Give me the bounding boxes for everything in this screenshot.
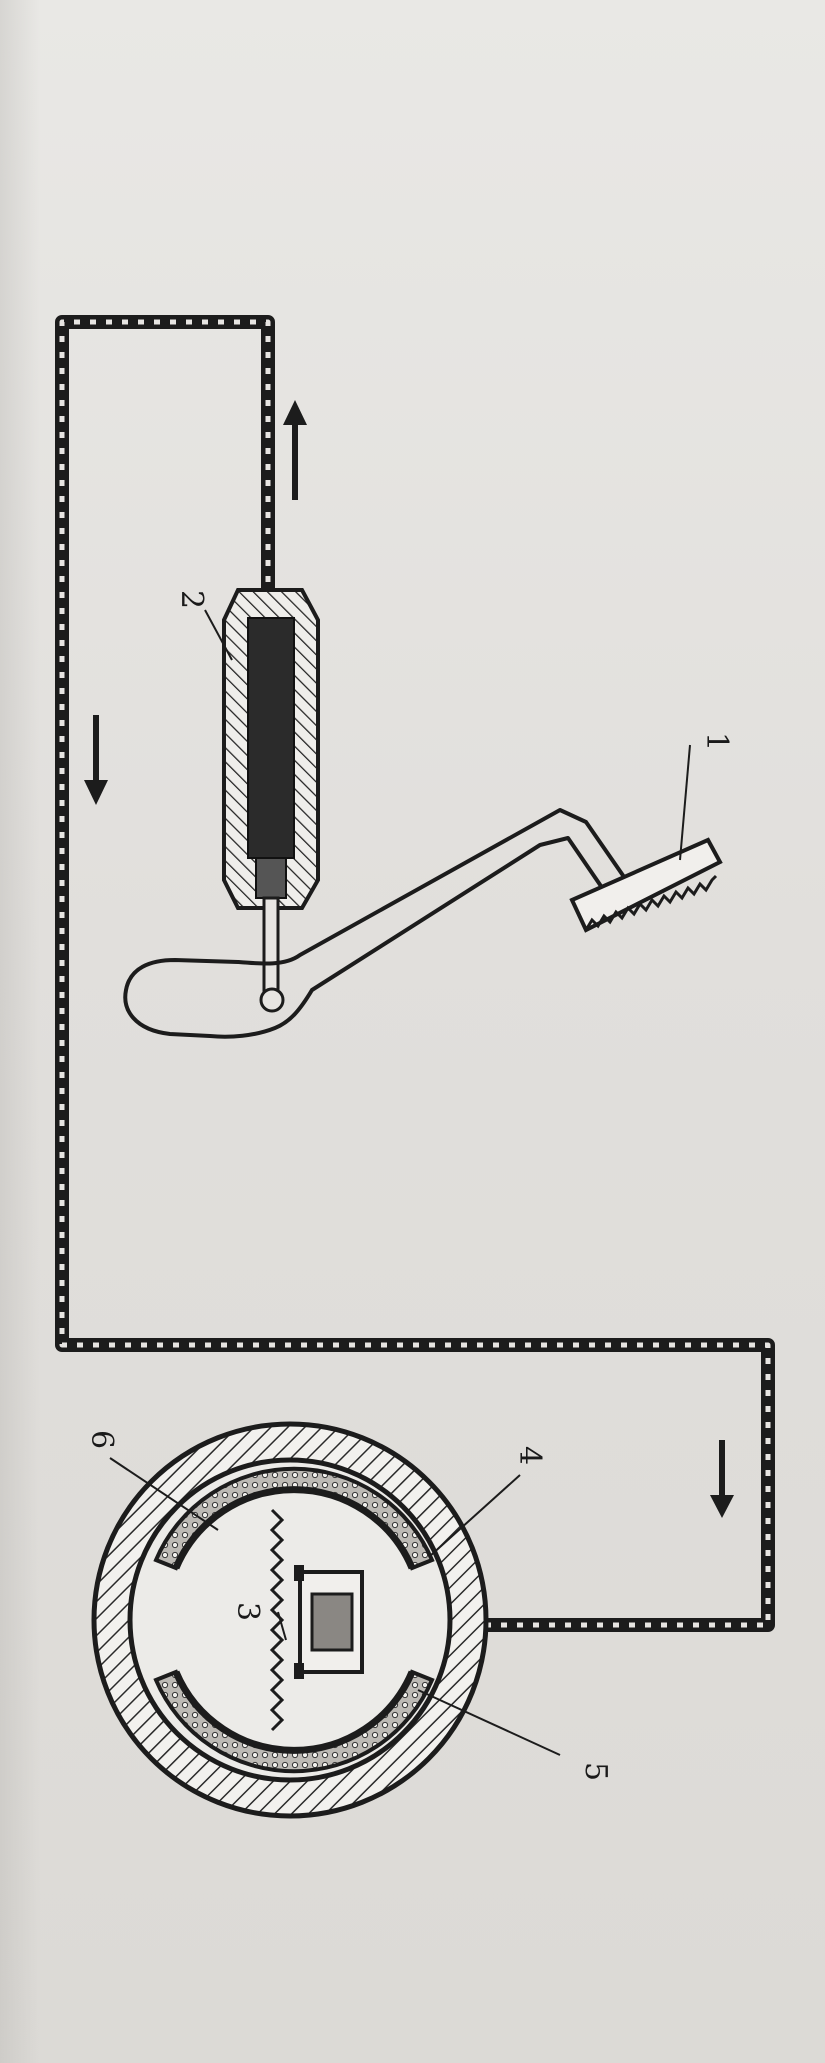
master-cylinder [222,588,320,910]
flow-arrow-down-left [84,715,108,805]
label-brake-shoe: 5 [578,1762,613,1781]
page-shadow [0,0,40,2063]
label-brake-drum: 6 [84,1430,119,1449]
wheel-brake-assembly [91,1421,489,1819]
label-return-spring: 3 [230,1602,265,1621]
hydraulic-line [55,315,775,1632]
leader-lines [109,609,691,1756]
wheel-cylinder [294,1565,364,1679]
flow-arrow-up [283,400,307,500]
label-wheel-cylinder: 4 [512,1446,547,1465]
flow-arrow-down-right [710,1440,734,1518]
return-spring [269,1508,285,1732]
push-rod [259,896,285,1013]
brake-pedal [123,808,723,1039]
label-pedal: 1 [699,732,734,751]
label-master-cylinder: 2 [174,590,209,609]
